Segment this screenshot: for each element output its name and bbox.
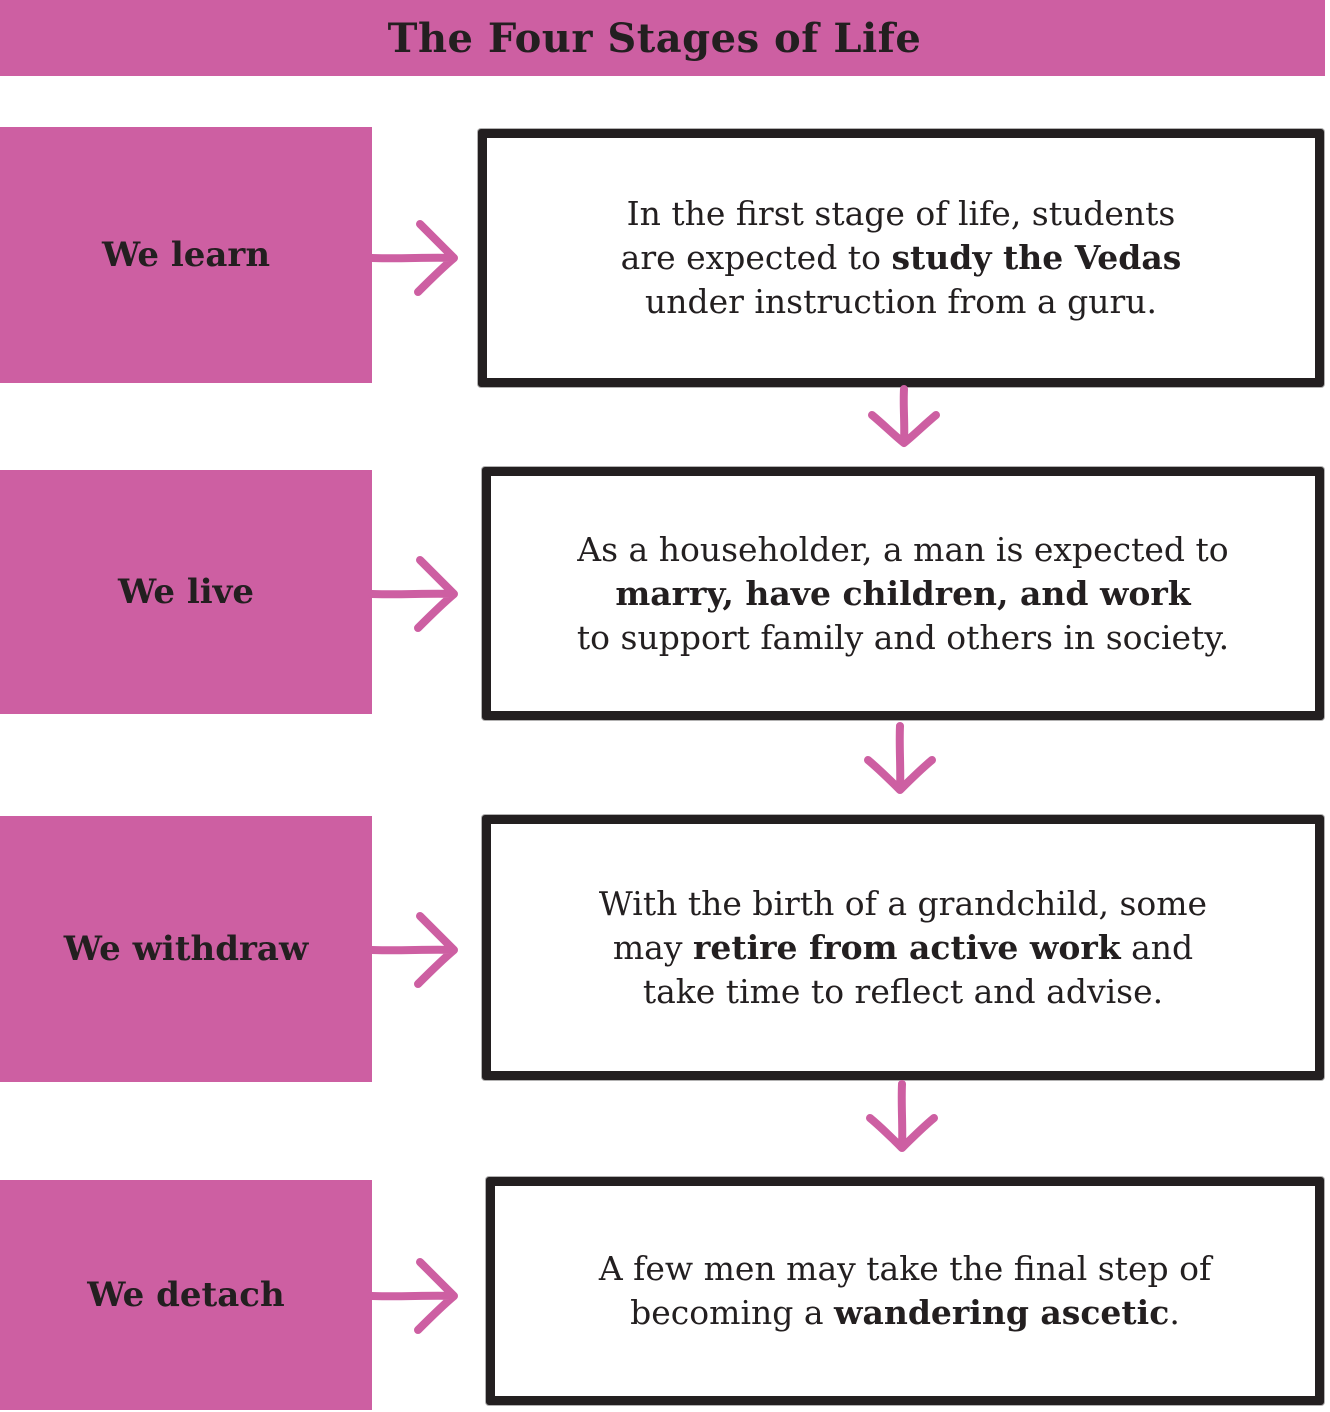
stage-label-learn: We learn [0,127,372,383]
down-arrow-icon [866,1080,938,1152]
down-arrow-icon [864,722,936,794]
emphasis-text: study the Vedas [891,238,1182,277]
title-bar: The Four Stages of Life [0,0,1325,76]
description-text: under instruction from a guru. [644,282,1158,321]
right-arrow-icon [368,556,458,632]
description-text: becoming a [630,1293,835,1332]
description-text: . [1169,1293,1180,1332]
right-arrow-icon [368,912,458,988]
description-text: take time to reflect and advise. [642,971,1164,1011]
diagram-title: The Four Stages of Life [387,14,922,62]
description-text: are expected to [620,238,892,277]
description-text: to support family and others in society. [576,617,1230,657]
stage-description-box-detach: A few men may take the final step of beco… [486,1177,1324,1405]
stage-label-withdraw: We withdraw [0,816,372,1082]
stage-label-detach: We detach [0,1180,372,1410]
stage-description-box-learn: In the first stage of life, students are … [478,129,1324,387]
description-text: As a householder, a man is expected to [577,529,1229,569]
down-arrow-icon [868,385,940,447]
right-arrow-icon [368,1258,458,1334]
stage-description: In the first stage of life, students are … [621,192,1182,324]
emphasis-text: retire from active work [692,927,1121,967]
stage-label-text: We live [117,572,255,612]
emphasis-text: wandering ascetic [834,1293,1170,1332]
stage-label-text: We detach [87,1275,285,1315]
stage-label-text: We withdraw [63,929,309,969]
stage-label-live: We live [0,470,372,714]
stage-description: A few men may take the final step of beco… [599,1247,1211,1335]
description-text: In the first stage of life, students [626,194,1176,233]
right-arrow-icon [368,220,458,296]
stage-label-text: We learn [101,235,271,275]
description-text: may [612,927,693,967]
emphasis-text: marry, have children, and work [615,573,1191,613]
description-text: and [1120,927,1194,967]
description-text: With the birth of a grandchild, some [598,883,1208,923]
description-text: A few men may take the final step of [598,1249,1212,1288]
